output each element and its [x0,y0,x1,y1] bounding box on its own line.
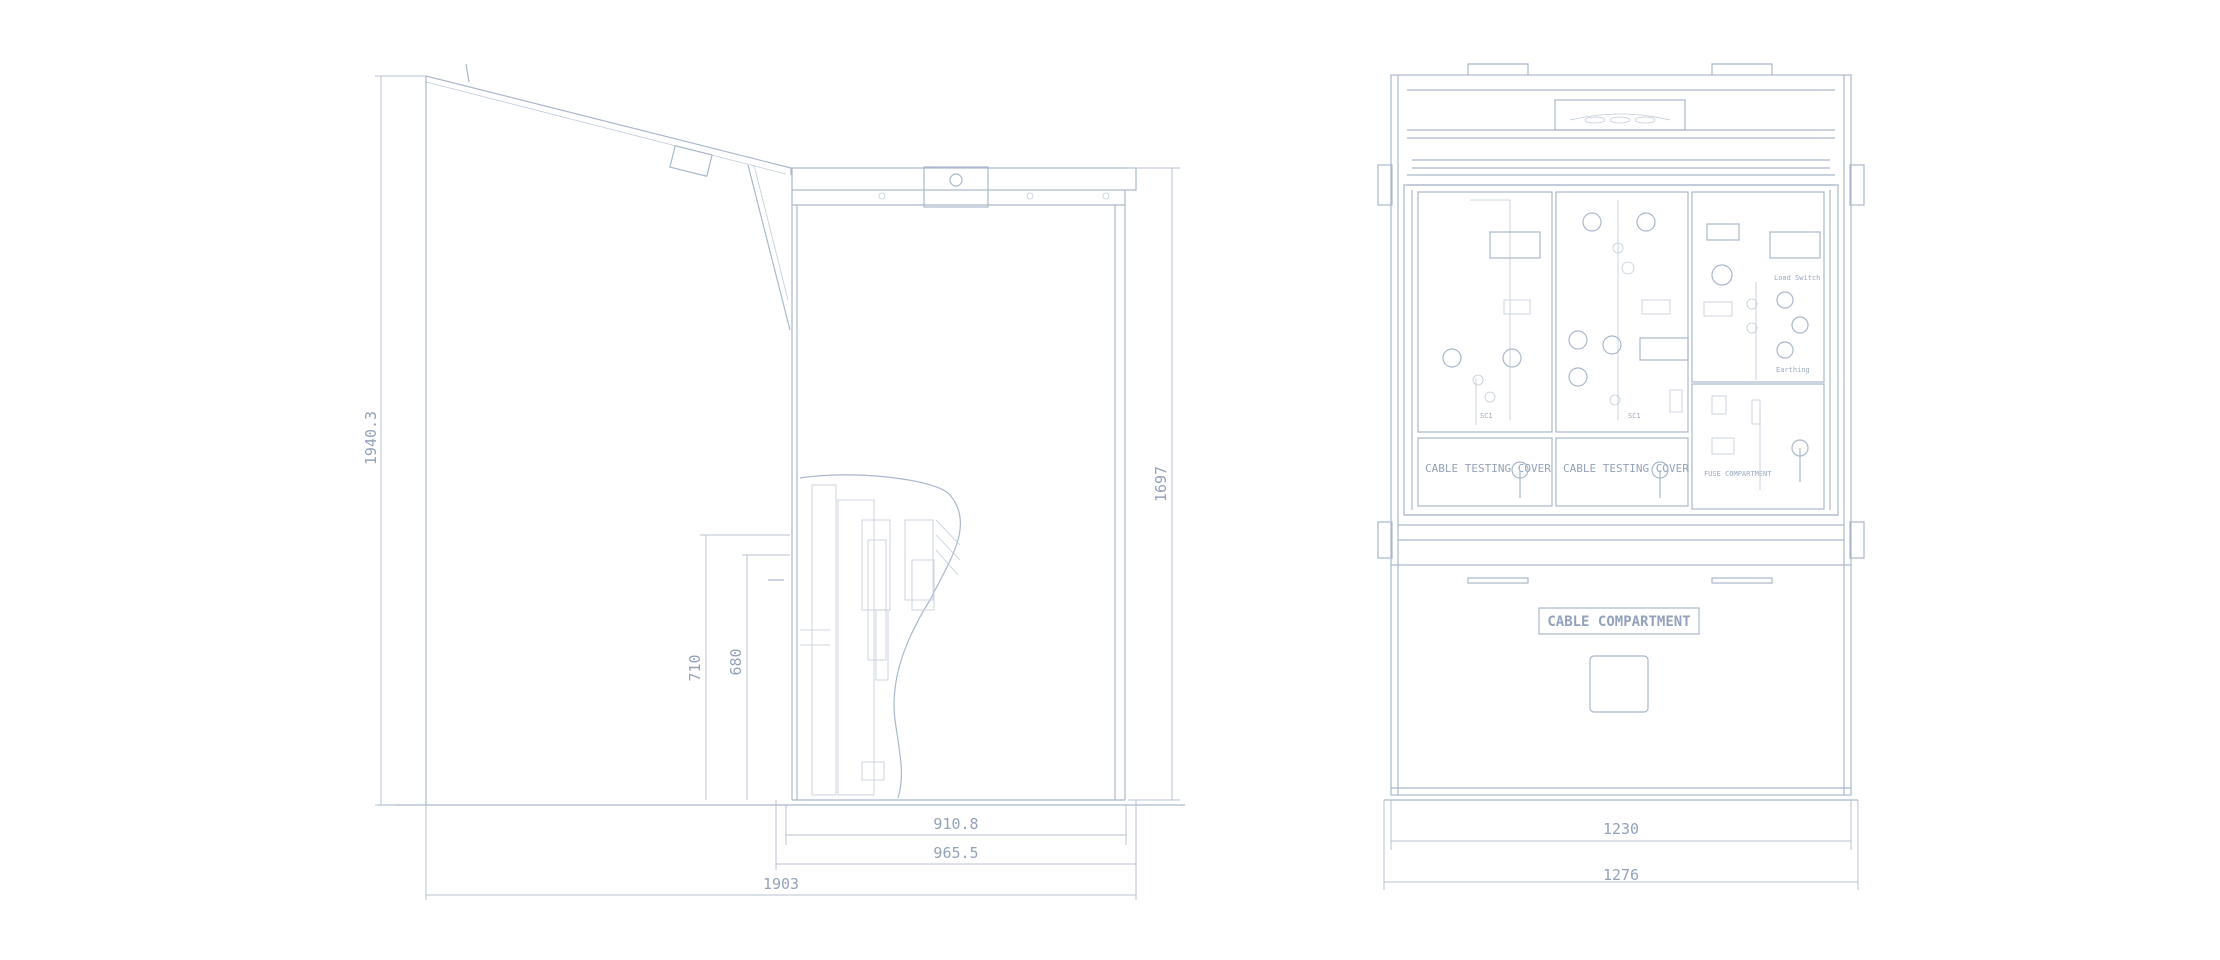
dim-height-total: 1940.3 [362,411,380,465]
dim-height-box: 1697 [1152,466,1170,502]
cutaway-outline [799,474,961,799]
switch-knob [1602,335,1622,355]
roof-bracket [669,145,713,177]
switch-knob [1791,316,1809,334]
switch-knob [1568,330,1588,350]
front-view: SC1 SC1 Load Switch Earthing FUSE COMPAR… [1377,63,1865,890]
load-switch-label: Load Switch [1774,274,1820,282]
switch-knob [1502,348,1522,368]
handle-right [1711,63,1773,75]
dim-inner-680: 680 [727,648,745,675]
cubicle-2 [1555,191,1689,433]
earthing-label: Earthing [1776,366,1810,374]
fuse-compartment-label: FUSE COMPARTMENT [1704,470,1772,478]
fuse-compartment-panel [1691,383,1825,510]
side-roof [425,75,792,175]
side-top-plate [923,166,989,208]
dim-width-1276: 1276 [1603,866,1639,884]
cable-handle-right [1711,577,1773,584]
cable-testing-label-2: CABLE TESTING COVER [1563,462,1689,475]
tag-sc1: SC1 [1480,412,1493,420]
cubicle-1 [1417,191,1553,433]
cable-compartment-plate [1538,607,1700,635]
dim-inner-710: 710 [686,654,704,681]
switch-knob [1442,348,1462,368]
dim-width-910: 910.8 [933,815,978,833]
switch-knob [1582,212,1602,232]
front-outline [1390,74,1852,796]
side-top-rail [791,167,1137,191]
dim-width-total: 1903 [763,875,799,893]
cubicle-3 [1691,191,1825,383]
cable-testing-label-1: CABLE TESTING COVER [1425,462,1551,475]
switch-knob [1636,212,1656,232]
tag-sc2: SC1 [1628,412,1641,420]
dim-width-965: 965.5 [933,844,978,862]
handle-left [1467,63,1529,75]
switch-knob [1776,291,1794,309]
switch-knob [1776,341,1794,359]
roof-strut [747,164,791,331]
roof-lifting-pin [465,63,470,83]
side-view: 1940.3 1697 710 680 910.8 965.5 1903 [362,63,1185,900]
cable-compartment-label: CABLE COMPARTMENT [1547,614,1690,630]
cable-inspection-window [1589,655,1649,713]
switch-knob [1568,367,1588,387]
cable-handle-left [1467,577,1529,584]
dim-width-1230: 1230 [1603,820,1639,838]
